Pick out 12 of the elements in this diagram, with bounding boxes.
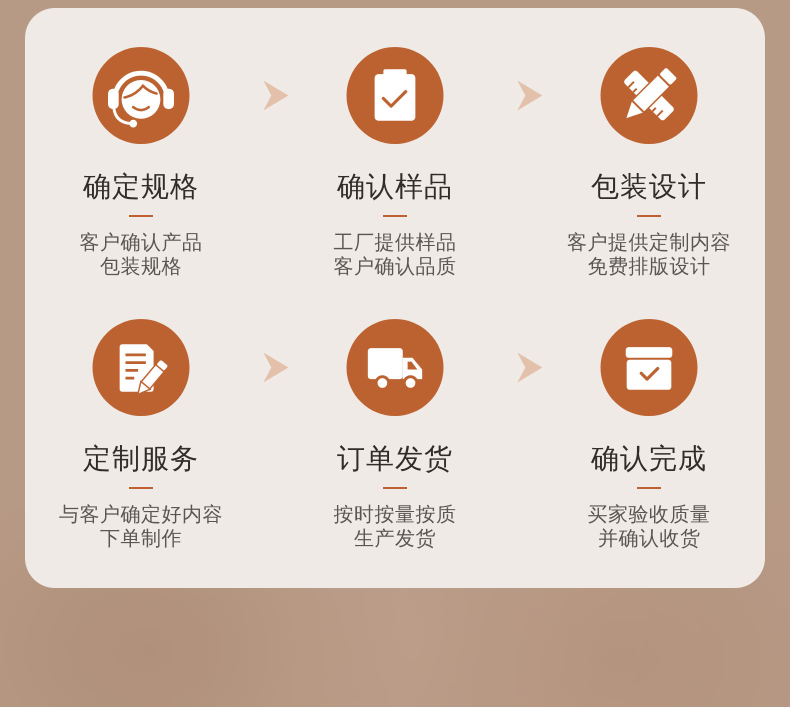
step-description: 客户提供定制内容免费排版设计 bbox=[566, 230, 732, 278]
step-description: 按时按量按质生产发货 bbox=[332, 502, 458, 550]
step-title: 确定规格 bbox=[83, 170, 199, 204]
step-title: 定制服务 bbox=[83, 442, 199, 476]
step-description: 工厂提供样品客户确认品质 bbox=[332, 230, 458, 278]
step-description: 与客户确定好内容下单制作 bbox=[58, 502, 224, 550]
step-title: 包装设计 bbox=[591, 170, 707, 204]
step-title: 确认样品 bbox=[337, 170, 453, 204]
step-title: 确认完成 bbox=[591, 442, 707, 476]
step-description: 客户确认产品包装规格 bbox=[78, 230, 204, 278]
step-title: 订单发货 bbox=[337, 442, 453, 476]
step-description: 买家验收质量并确认收货 bbox=[586, 502, 712, 550]
